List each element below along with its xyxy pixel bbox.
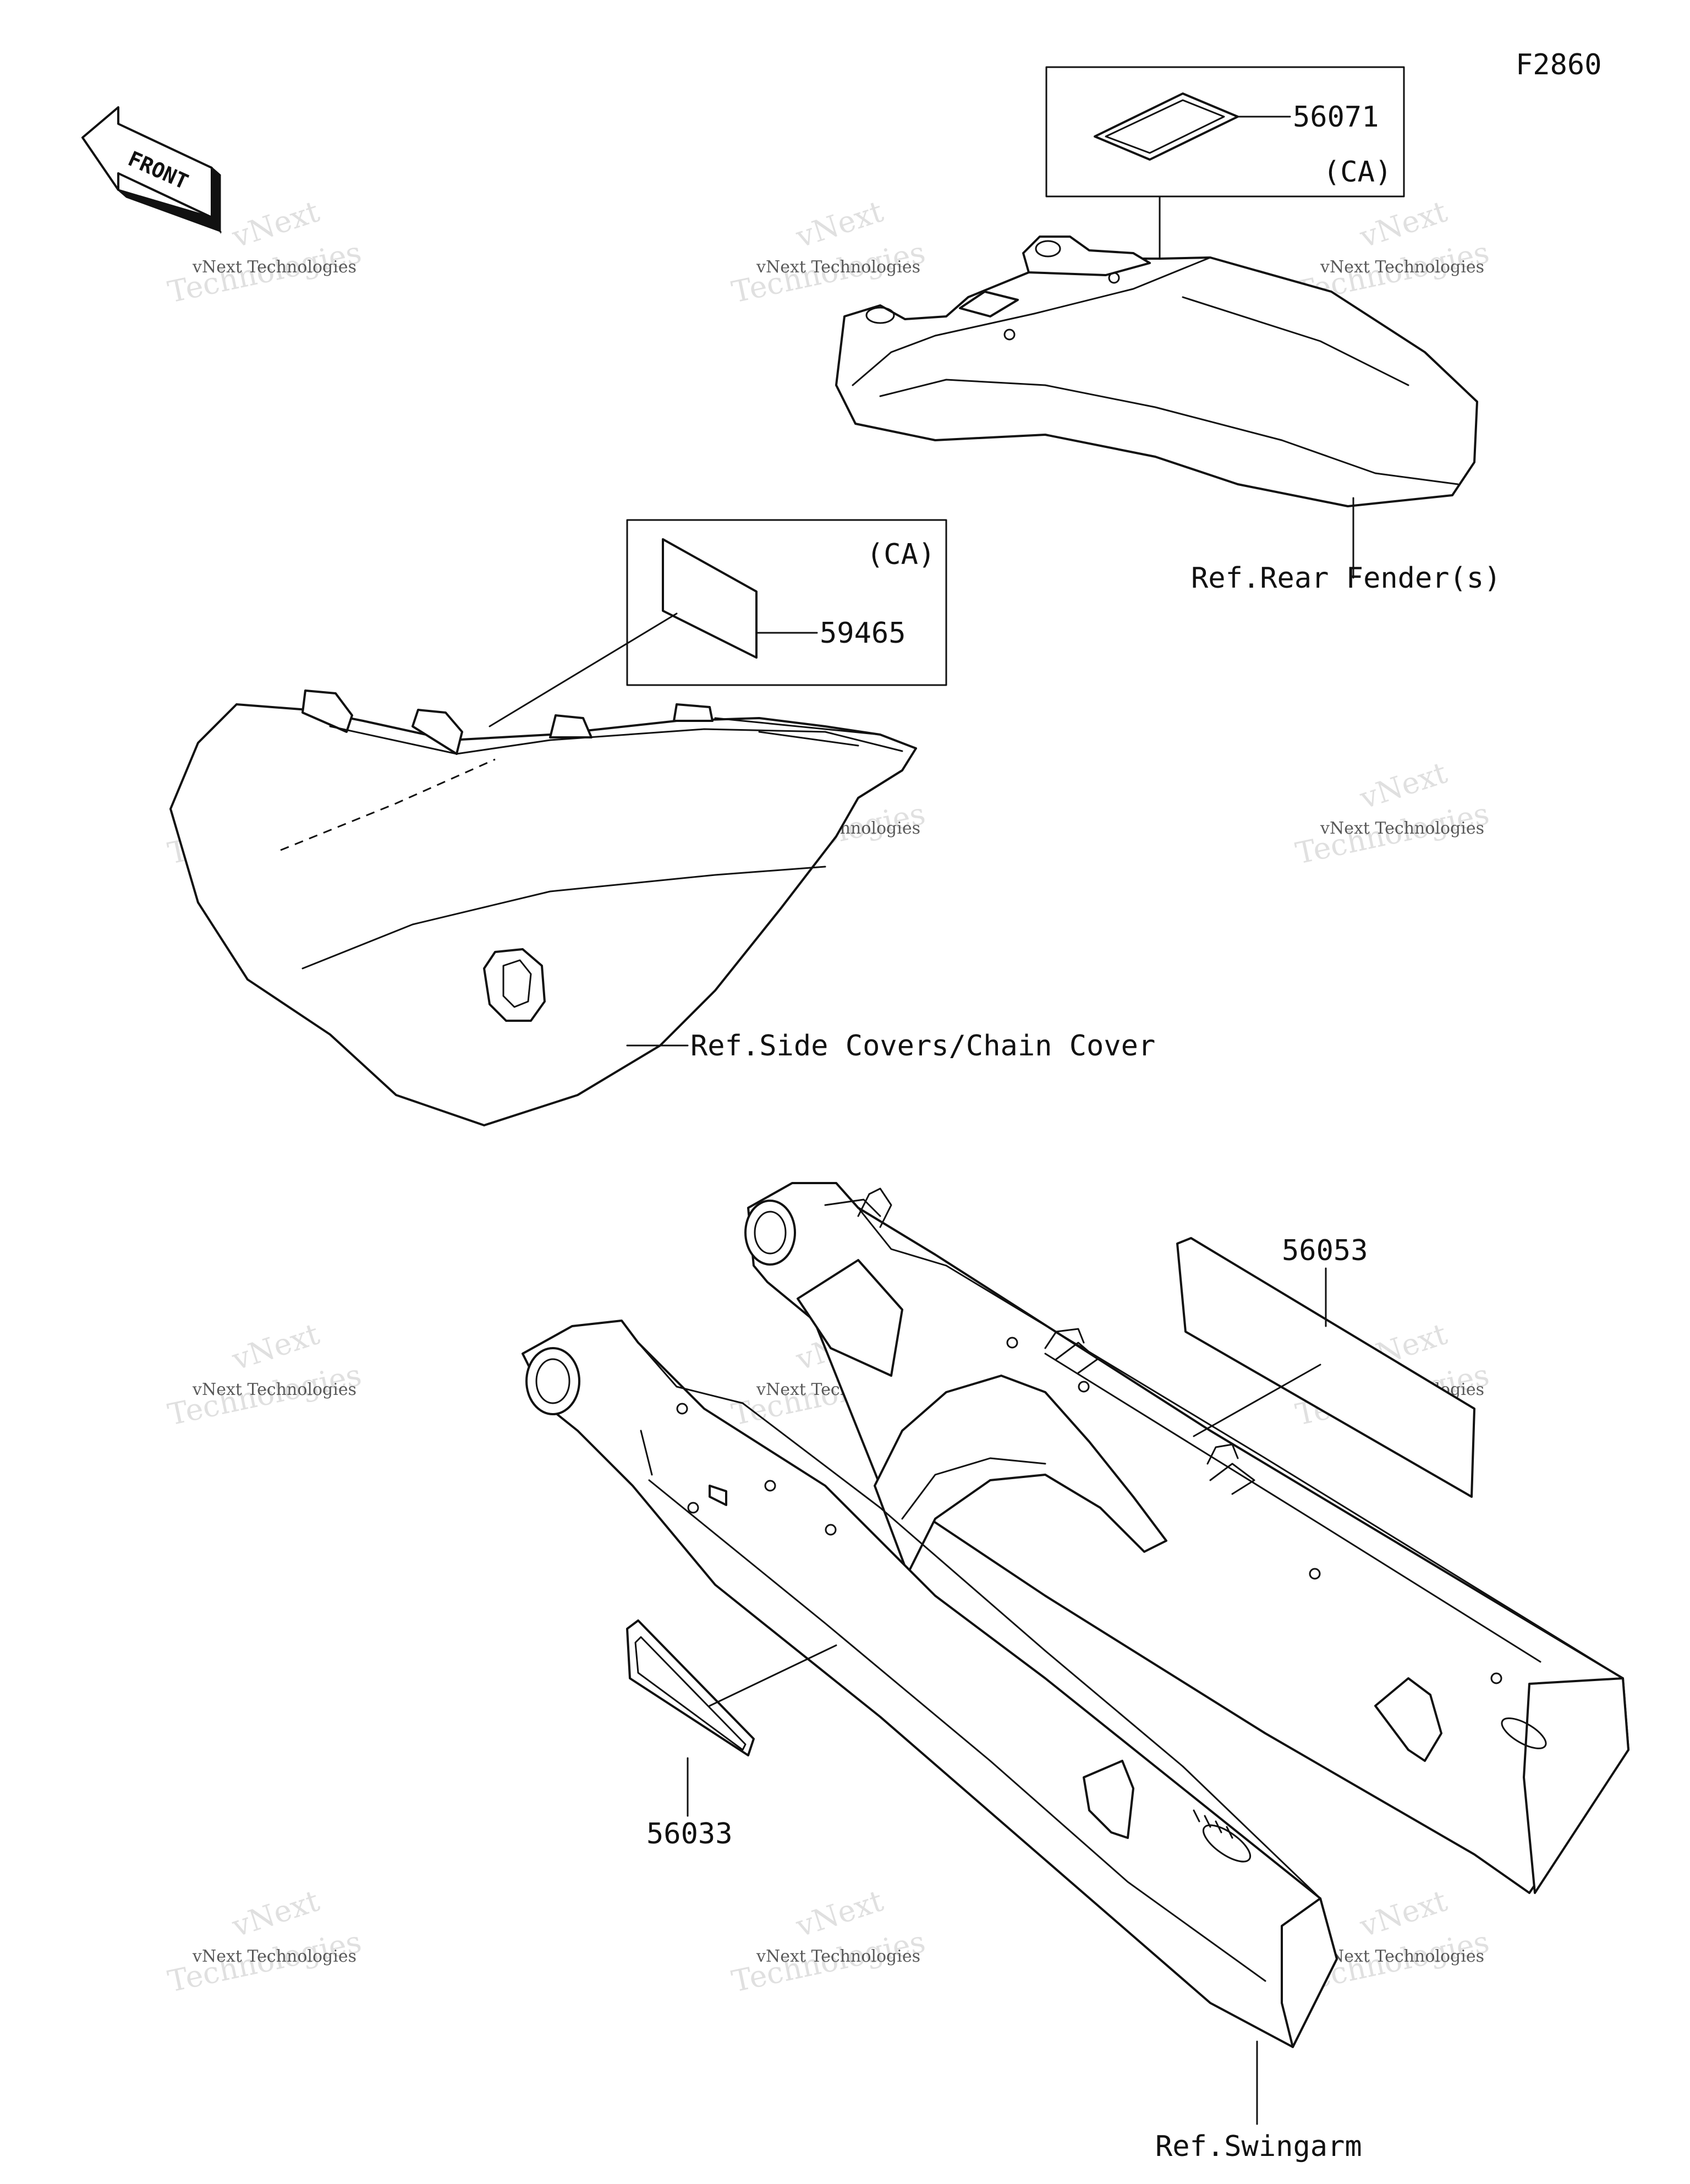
- rear-fender: [835, 236, 1478, 579]
- part-number-56071: 56071: [1293, 101, 1379, 134]
- watermark-text: vNext Technologies: [192, 1947, 356, 1966]
- ref-swingarm: Ref.Swingarm: [1155, 2130, 1362, 2163]
- watermark-text: vNext Technologies: [756, 1947, 920, 1966]
- label-59465-group: 59465 (CA): [489, 519, 947, 727]
- side-cover: [169, 689, 917, 1126]
- part-note-59465: (CA): [866, 538, 935, 571]
- ref-side-covers: Ref.Side Covers/Chain Cover: [690, 1030, 1155, 1063]
- watermark-text: vNext Technologies: [1320, 1947, 1484, 1966]
- figure-code: F2860: [1516, 48, 1602, 81]
- part-number-56053: 56053: [1282, 1234, 1368, 1267]
- watermark-text: vNext Technologies: [1320, 258, 1484, 277]
- part-note-56071: (CA): [1323, 156, 1392, 189]
- watermark-text: vNext Technologies: [192, 1380, 356, 1399]
- label-56071-sticker: [1094, 92, 1239, 161]
- label-56071-group: 56071 (CA): [1045, 66, 1405, 330]
- watermark-text: vNext Technologies: [1320, 819, 1484, 838]
- front-arrow-icon: FRONT: [81, 106, 222, 234]
- label-59465-sticker: [662, 538, 758, 659]
- part-number-56033: 56033: [646, 1818, 733, 1851]
- watermark-text: vNext Technologies: [756, 258, 920, 277]
- label-56071-box: [1045, 66, 1405, 198]
- part-number-59465: 59465: [820, 617, 906, 650]
- ref-rear-fender: Ref.Rear Fender(s): [1191, 562, 1501, 595]
- label-59465-box: [626, 519, 947, 686]
- label-56053-sticker: [1176, 1237, 1475, 1498]
- swingarm: [522, 1182, 1629, 2048]
- label-56033-group: 56033: [626, 1619, 837, 1851]
- label-56053-group: 56053: [1176, 1234, 1475, 1498]
- watermark-text: vNext Technologies: [192, 258, 356, 277]
